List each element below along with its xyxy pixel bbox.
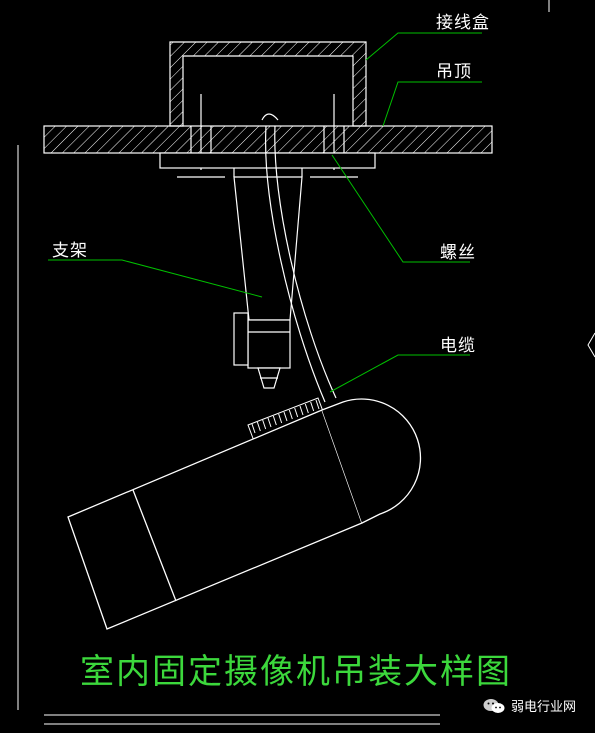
- gear-tooth: [272, 415, 277, 426]
- gear-tooth: [310, 401, 315, 412]
- gear-tooth: [256, 421, 261, 432]
- gear-tooth: [262, 419, 267, 430]
- drawing-frame: [17, 0, 595, 725]
- gear-tooth: [304, 403, 309, 414]
- label-ceiling: 吊顶: [436, 62, 472, 82]
- gear-tooth: [278, 413, 283, 424]
- gear-tooth: [315, 399, 320, 410]
- camera-body: [67, 398, 422, 630]
- gear-tooth: [283, 411, 288, 422]
- bracket-pole: [233, 176, 303, 389]
- adjustment-gear: [247, 397, 325, 442]
- gear-tooth: [288, 409, 293, 420]
- gear-tooth: [294, 407, 299, 418]
- label-screw: 螺丝: [440, 243, 476, 263]
- drawing-title: 室内固定摄像机吊装大样图: [80, 652, 512, 692]
- label-bracket: 支架: [52, 241, 88, 261]
- mounting-plate: [159, 152, 376, 178]
- label-junction-box: 接线盒: [436, 13, 490, 33]
- wechat-icon: [483, 698, 505, 713]
- gear-tooth: [251, 423, 256, 434]
- leader-lines: [48, 32, 482, 393]
- watermark: 弱电行业网: [483, 696, 576, 715]
- gear-tooth: [299, 405, 304, 416]
- cable: [261, 113, 337, 403]
- ceiling-slab: [43, 125, 493, 154]
- label-cable: 电缆: [440, 336, 476, 356]
- watermark-text: 弱电行业网: [511, 700, 577, 715]
- gear-tooth: [267, 417, 272, 428]
